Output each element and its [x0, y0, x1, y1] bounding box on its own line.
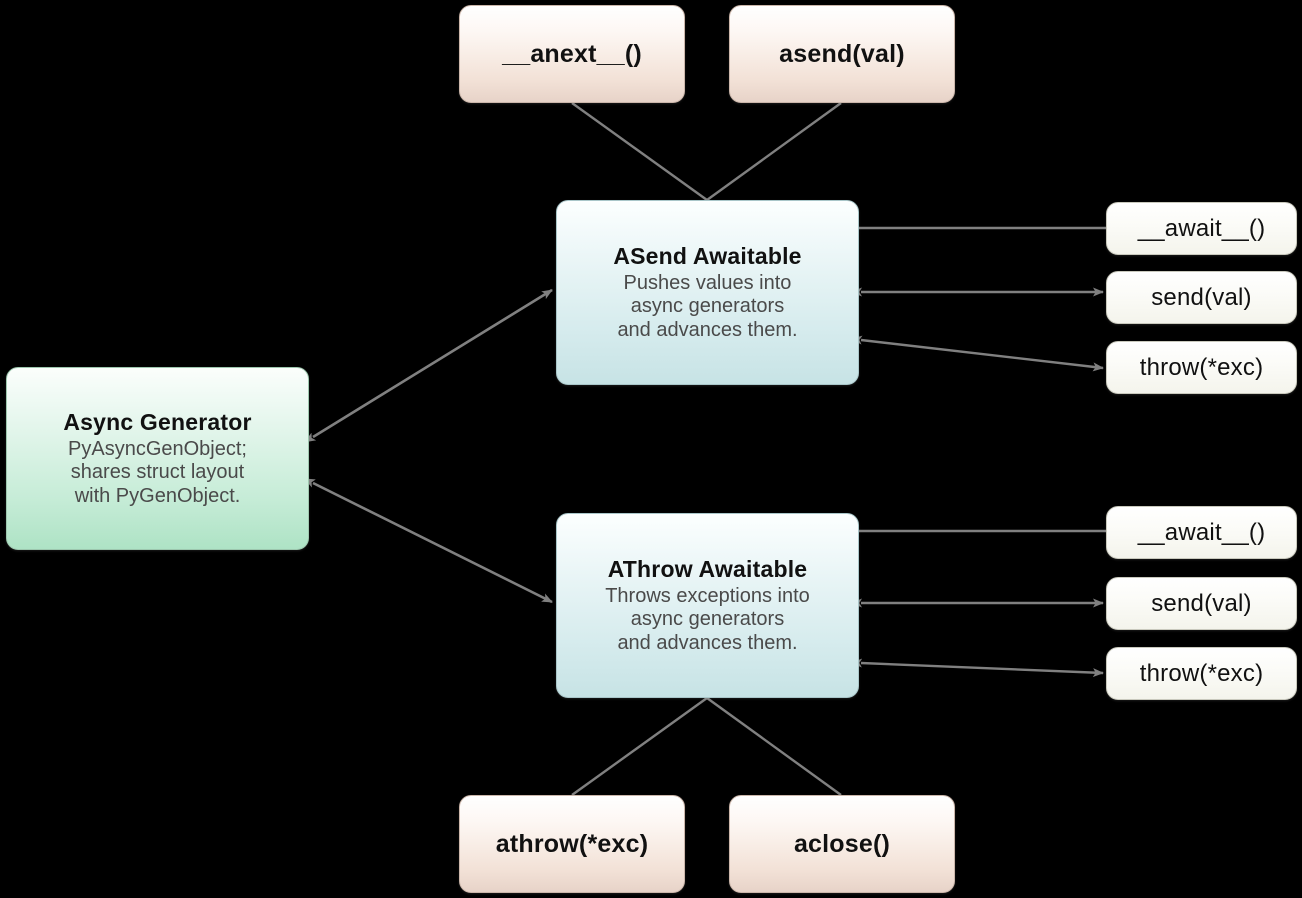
- node-description-line: and advances them.: [617, 631, 798, 654]
- connector-generator-asend: [304, 288, 553, 443]
- method-label: throw(*exc): [1139, 659, 1264, 687]
- connector-athrow-to-athrow-awaitable: [571, 697, 708, 796]
- connector-anext-to-asend: [571, 102, 708, 201]
- node-description-line: PyAsyncGenObject;: [68, 438, 247, 461]
- connector-athrow-throw: [851, 658, 1104, 678]
- node-description-line: and advances them.: [617, 318, 798, 341]
- node-async-generator[interactable]: Async Generator PyAsyncGenObject; shares…: [6, 367, 309, 550]
- method-box-asend[interactable]: asend(val): [729, 5, 955, 103]
- method-label: send(val): [1151, 589, 1252, 617]
- node-description-line: shares struct layout: [70, 461, 245, 484]
- method-box-anext[interactable]: __anext__(): [459, 5, 685, 103]
- connector-generator-athrow: [304, 478, 553, 604]
- node-title: AThrow Awaitable: [607, 556, 808, 583]
- method-label: __await__(): [1137, 518, 1266, 546]
- method-label: __await__(): [1137, 214, 1266, 242]
- method-box-aclose[interactable]: aclose(): [729, 795, 955, 893]
- node-description-line: with PyGenObject.: [74, 484, 241, 507]
- node-description-line: async generators: [630, 295, 785, 318]
- method-label: send(val): [1151, 283, 1252, 311]
- method-box-athrow-throw[interactable]: throw(*exc): [1106, 647, 1297, 700]
- node-title: Async Generator: [63, 409, 252, 436]
- method-label: asend(val): [779, 39, 905, 68]
- connector-asend-throw: [851, 335, 1104, 372]
- node-title: ASend Awaitable: [613, 243, 802, 270]
- method-box-asend-await[interactable]: __await__(): [1106, 202, 1297, 255]
- node-description-line: Pushes values into: [623, 272, 792, 295]
- method-label: __anext__(): [502, 39, 642, 68]
- method-label: athrow(*exc): [495, 829, 649, 858]
- node-description-line: Throws exceptions into: [605, 585, 810, 608]
- method-box-athrow-send[interactable]: send(val): [1106, 577, 1297, 630]
- connector-asend-method-to-asend: [706, 102, 842, 201]
- node-asend-awaitable[interactable]: ASend Awaitable Pushes values into async…: [556, 200, 859, 385]
- node-description-line: async generators: [630, 608, 785, 631]
- node-athrow-awaitable[interactable]: AThrow Awaitable Throws exceptions into …: [556, 513, 859, 698]
- method-label: aclose(): [793, 829, 891, 858]
- method-box-athrow-await[interactable]: __await__(): [1106, 506, 1297, 559]
- method-label: throw(*exc): [1139, 353, 1264, 381]
- method-box-athrow[interactable]: athrow(*exc): [459, 795, 685, 893]
- method-box-asend-send[interactable]: send(val): [1106, 271, 1297, 324]
- connector-aclose-to-athrow-awaitable: [706, 697, 842, 796]
- method-box-asend-throw[interactable]: throw(*exc): [1106, 341, 1297, 394]
